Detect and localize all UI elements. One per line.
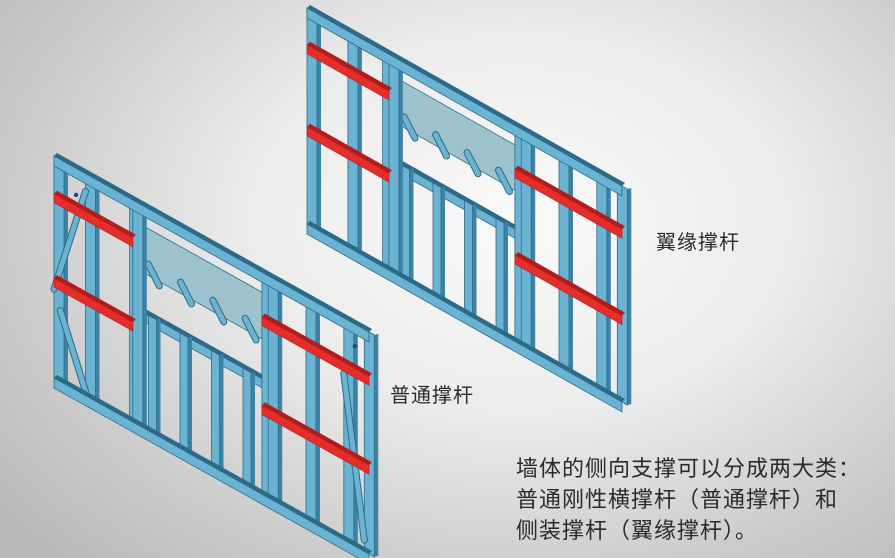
cripple-stud-side — [251, 371, 255, 489]
bottom-track — [53, 377, 370, 558]
brace-bar — [53, 277, 134, 332]
flange-brace-label: 翼缘撑杆 — [656, 230, 740, 254]
top-track-top — [54, 153, 372, 332]
header-web-strut — [145, 261, 162, 289]
bottom-track-top — [307, 221, 625, 402]
stud-side — [374, 333, 379, 557]
stud — [596, 171, 608, 395]
header-web-strut — [210, 297, 227, 325]
stud — [267, 275, 279, 504]
brace-bar-top — [307, 41, 392, 91]
stud — [306, 7, 318, 231]
brace-bar — [306, 44, 390, 101]
cripple-stud-side — [219, 354, 224, 471]
brace-bar — [53, 193, 134, 248]
stud-side — [95, 178, 100, 402]
normal-brace-label: 普通撑杆 — [390, 383, 474, 407]
cripple-stud-side — [441, 186, 445, 300]
diagonal-brace — [57, 307, 88, 394]
stud-side — [278, 280, 283, 504]
description-text: 墙体的侧向支撑可以分成两大类： 普通刚性横撑杆（普通撑杆）和 侧装撑杆（翼缘撑杆… — [516, 454, 861, 547]
header-web-strut — [433, 132, 450, 159]
wall-frame-normal-braces — [50, 153, 379, 558]
brace-bar — [306, 126, 390, 183]
brace-bar-top — [261, 313, 372, 377]
stud-side — [142, 204, 147, 428]
screw-dot — [73, 192, 79, 198]
description-line-2: 普通刚性横撑杆（普通撑杆）和 — [516, 488, 839, 513]
stud-side — [64, 160, 68, 384]
brace-bar-top — [54, 190, 136, 238]
cripple-stud — [211, 349, 220, 472]
cripple-stud — [464, 200, 473, 319]
brace-bar — [261, 404, 370, 475]
stud — [558, 149, 570, 373]
header-web-strut — [496, 167, 513, 195]
cripple-stud — [242, 367, 252, 489]
brace-bar — [514, 168, 623, 239]
cripple-stud — [432, 182, 442, 301]
stud — [616, 182, 628, 406]
cripple-stud — [179, 332, 189, 454]
brace-bar-top — [307, 123, 392, 174]
brace-bar — [261, 316, 370, 386]
cripple-stud-side — [156, 318, 161, 436]
cripple-stud-side — [409, 168, 414, 282]
stud-side — [569, 155, 573, 373]
screw-dot — [352, 344, 358, 349]
bottom-track — [306, 223, 623, 413]
header-web-strut — [401, 114, 418, 141]
stud-side — [316, 301, 320, 525]
brace-bar-top — [261, 402, 372, 466]
header-web-strut — [178, 279, 195, 307]
stud-side — [317, 12, 321, 230]
brace-bar — [514, 254, 623, 326]
stud-side — [627, 188, 632, 405]
brace-bar-top — [514, 252, 625, 316]
stud — [305, 296, 317, 526]
window-sill-rail-top — [132, 303, 265, 379]
stud-side — [606, 176, 611, 394]
header-web-strut — [242, 315, 259, 343]
stud — [520, 128, 532, 352]
top-track — [306, 7, 623, 197]
stud-side — [531, 133, 536, 351]
header-web-strut — [464, 149, 481, 177]
cripple-stud-side — [504, 222, 508, 336]
cripple-stud — [495, 217, 505, 336]
description-line-1: 墙体的侧向支撑可以分成两大类： — [516, 457, 862, 482]
cripple-stud-side — [188, 336, 192, 453]
brace-bar-top — [514, 165, 625, 230]
wall-frame-flange-braces — [306, 5, 632, 413]
stud — [363, 328, 375, 558]
brace-bar-top — [54, 275, 136, 323]
top-track-top — [307, 5, 625, 186]
description-line-3: 侧装撑杆（翼缘撑杆）。 — [516, 519, 759, 544]
cripple-stud-side — [472, 204, 477, 318]
window-sill-rail-top — [388, 155, 518, 230]
bottom-track-top — [54, 375, 372, 554]
stud-side — [398, 58, 403, 276]
top-track — [53, 155, 370, 343]
stud-side — [357, 35, 362, 253]
cripple-stud — [148, 314, 157, 436]
